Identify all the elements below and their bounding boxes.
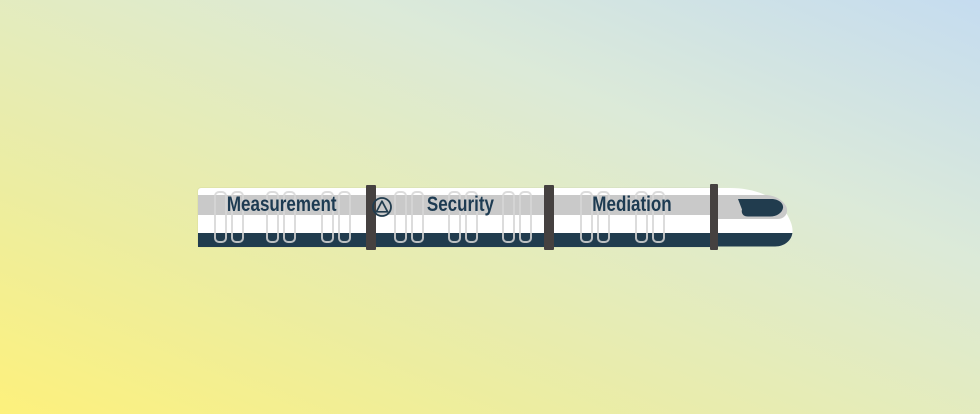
- rocker-panel: [198, 233, 366, 247]
- door: [597, 191, 610, 243]
- car-label-security: Security: [426, 193, 494, 216]
- nose-rocker: [717, 233, 793, 247]
- door: [394, 191, 407, 243]
- door: [465, 191, 478, 243]
- train-illustration: Measurement: [198, 184, 798, 250]
- door: [502, 191, 515, 243]
- triangle-in-circle-icon: [371, 196, 393, 223]
- door: [231, 191, 244, 243]
- door-pair: [502, 191, 532, 243]
- train-car-mediation: Mediation: [554, 188, 710, 247]
- door: [266, 191, 279, 243]
- car-label-measurement: Measurement: [227, 193, 337, 216]
- door: [448, 191, 461, 243]
- door-pair: [448, 191, 478, 243]
- door: [321, 191, 334, 243]
- coupler: [544, 185, 554, 250]
- train-car-measurement: Measurement: [198, 188, 366, 247]
- window-stripe: [198, 195, 366, 215]
- door-pair: [266, 191, 296, 243]
- door: [519, 191, 532, 243]
- coupler: [366, 185, 376, 250]
- door: [635, 191, 648, 243]
- door-pair: [635, 191, 665, 243]
- door-pair: [214, 191, 244, 243]
- train-nose: [717, 188, 797, 252]
- door: [580, 191, 593, 243]
- door: [338, 191, 351, 243]
- door: [652, 191, 665, 243]
- door-pair: [394, 191, 424, 243]
- door-pair: [580, 191, 610, 243]
- window-stripe: [554, 195, 710, 215]
- door-pair: [321, 191, 351, 243]
- coupler: [710, 184, 718, 250]
- windshield: [738, 199, 784, 217]
- door: [411, 191, 424, 243]
- train-car-security: Security: [372, 188, 544, 247]
- door: [214, 191, 227, 243]
- car-label-mediation: Mediation: [592, 193, 672, 216]
- rocker-panel: [554, 233, 710, 247]
- door: [283, 191, 296, 243]
